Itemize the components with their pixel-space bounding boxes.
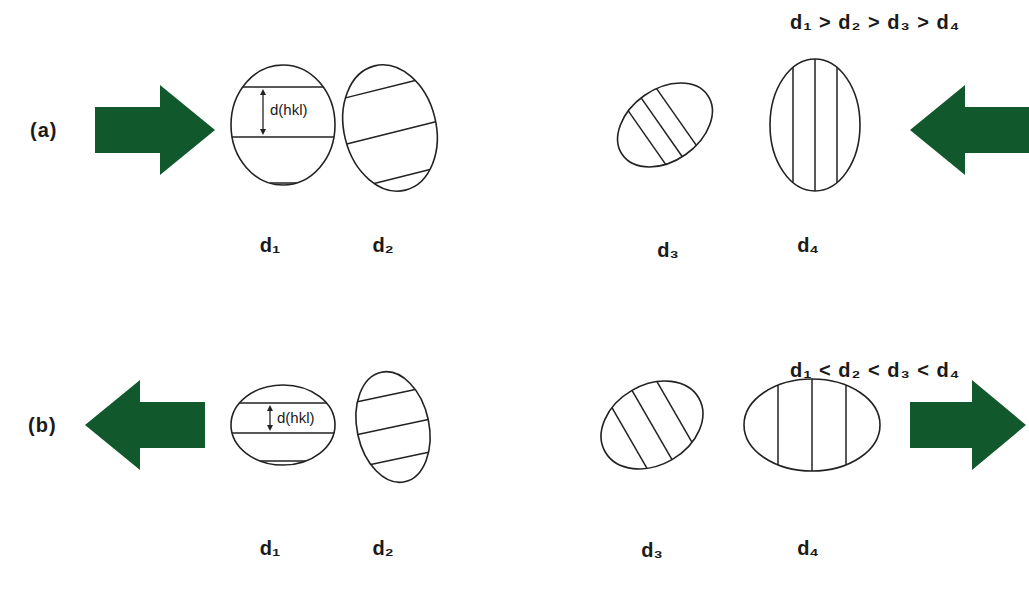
crystal-grain: d(hkl) d₁	[203, 45, 363, 273]
grain-group	[585, 363, 719, 486]
spacing-arrowhead	[260, 89, 266, 95]
tension-arrow	[85, 380, 205, 470]
tension-arrow	[910, 380, 1026, 470]
spacing-label: d₂	[372, 536, 393, 560]
crystal-grain: d₂	[313, 347, 473, 576]
grain-ellipse	[585, 363, 719, 486]
lattice-plane	[347, 122, 436, 144]
lattice-plane	[845, 385, 847, 465]
grain-outline	[203, 45, 363, 273]
lattice-plane	[792, 67, 794, 182]
spacing-arrowhead	[267, 405, 273, 411]
grain-rotated	[330, 55, 450, 201]
crystal-grain: d₄	[735, 45, 895, 273]
lattice-plane	[240, 402, 327, 404]
plane-spacing-label: d(hkl)	[277, 409, 315, 427]
lattice-plane	[270, 182, 297, 184]
lattice-plane	[777, 385, 779, 465]
grain-rotated	[602, 66, 728, 185]
grain-group	[770, 59, 860, 191]
spacing-label: d₃	[641, 538, 662, 562]
lattice-plane	[632, 390, 672, 459]
lattice-plane	[641, 98, 682, 157]
compression-arrow	[910, 85, 1029, 175]
spacing-label: d₃	[657, 238, 678, 262]
spacing-arrowhead	[267, 425, 273, 431]
panel-label: (a)	[30, 118, 57, 142]
spacing-label: d₄	[797, 233, 819, 257]
lattice-plane	[612, 408, 647, 469]
grain-outline	[203, 345, 363, 576]
compression-arrow	[95, 85, 215, 175]
grain-group	[744, 379, 880, 471]
spacing-arrowhead	[260, 129, 266, 135]
lattice-plane	[357, 390, 415, 402]
spacing-label: d₄	[797, 536, 819, 560]
grain-rotated	[231, 65, 335, 185]
spacing-label: d₁	[260, 233, 281, 257]
crystal-grain: d₃	[585, 45, 745, 278]
grain-group	[602, 66, 728, 185]
lattice-plane	[836, 67, 838, 182]
grain-group	[346, 365, 440, 490]
grain-ellipse	[346, 365, 440, 490]
lattice-plane	[260, 460, 305, 462]
grain-ellipse	[330, 55, 450, 201]
lattice-plane	[371, 452, 429, 464]
grain-ellipse	[744, 379, 880, 471]
grain-ellipse	[602, 66, 728, 185]
spacing-relation: d₁ < d₂ < d₃ < d₄	[790, 358, 960, 382]
crystal-grain: d₃	[572, 345, 732, 578]
grain-group	[231, 385, 335, 465]
lattice-plane	[814, 59, 816, 191]
grain-rotated	[231, 385, 335, 465]
lattice-plane	[657, 89, 697, 146]
grain-ellipse	[231, 65, 335, 185]
crystal-grain: d(hkl) d₁	[203, 345, 363, 576]
lattice-plane	[232, 136, 334, 138]
grain-ellipse	[770, 59, 860, 191]
spacing-arrow	[262, 93, 263, 131]
grain-ellipse	[231, 385, 335, 465]
lattice-plane	[243, 86, 323, 88]
lattice-plane	[232, 432, 334, 434]
lattice-plane	[374, 170, 430, 184]
spacing-label: d₁	[260, 536, 281, 560]
grain-group	[330, 55, 450, 201]
lattice-plane	[811, 379, 813, 471]
spacing-arrow	[269, 409, 270, 427]
lattice-plane	[628, 111, 665, 164]
plane-spacing-label: d(hkl)	[270, 101, 308, 119]
spacing-label: d₂	[372, 233, 393, 257]
lattice-plane	[657, 382, 692, 443]
grain-rotated	[770, 59, 860, 191]
grain-rotated	[346, 365, 440, 490]
panel-label: (b)	[28, 413, 57, 437]
grain-rotated	[744, 379, 880, 471]
lattice-plane	[345, 81, 415, 98]
grain-group	[231, 65, 335, 185]
spacing-relation: d₁ > d₂ > d₃ > d₄	[790, 10, 960, 34]
grain-rotated	[585, 363, 719, 486]
crystal-grain: d₂	[310, 48, 470, 273]
lattice-plane	[358, 420, 428, 435]
